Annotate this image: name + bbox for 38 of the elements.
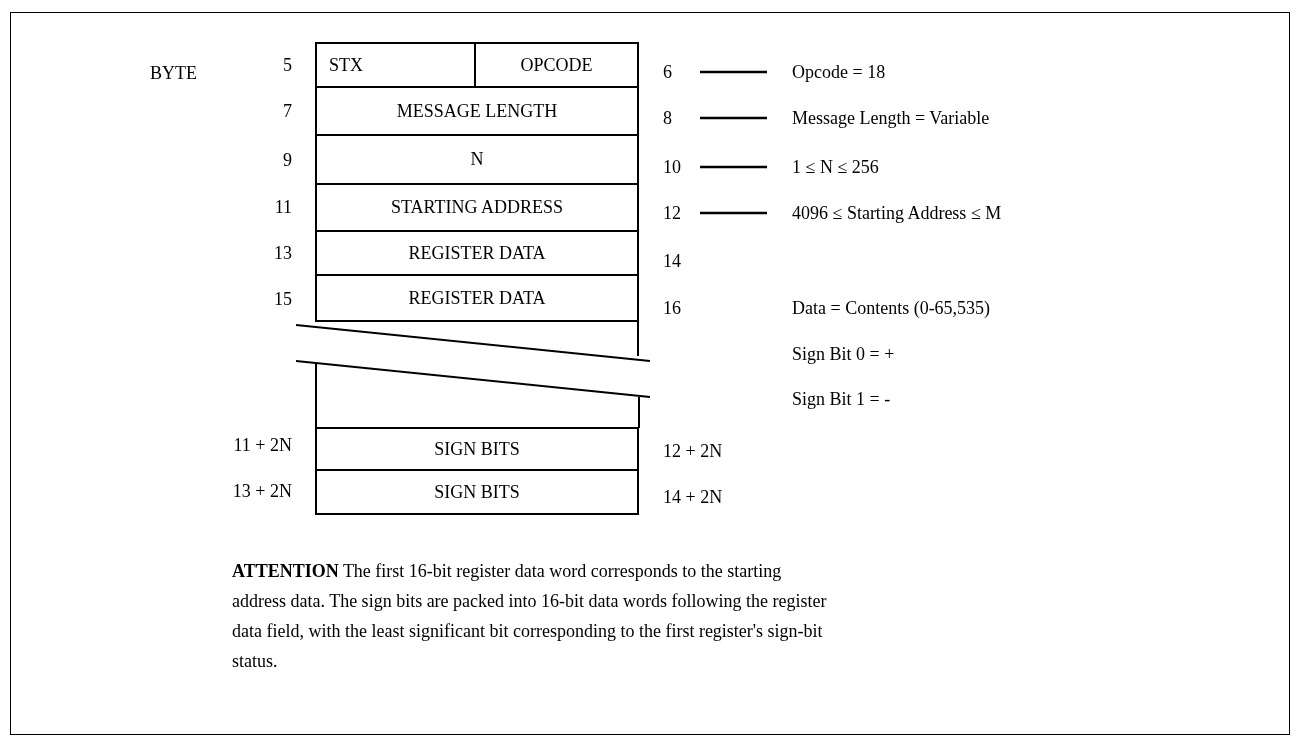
field-cell: STARTING ADDRESS	[315, 185, 639, 232]
byte-number: 13 + 2N	[231, 480, 292, 503]
field-cell: SIGN BITS	[315, 427, 639, 471]
value-note: Message Length = Variable	[767, 104, 1097, 132]
byte-number: 14 + 2N	[663, 486, 724, 509]
field-cell: REGISTER DATA	[315, 276, 639, 322]
byte-number: 12	[663, 199, 700, 227]
field-cell: SIGN BITS	[315, 471, 639, 515]
value-note: Opcode = 18	[767, 58, 1097, 86]
field-cell: STX	[315, 42, 476, 88]
byte-number: 6	[663, 58, 700, 86]
leader-line	[700, 165, 767, 169]
field-cell: REGISTER DATA	[315, 232, 639, 276]
note-text: Sign Bit 0 = +	[792, 343, 896, 366]
byte-number: 11 + 2N	[232, 434, 292, 457]
byte-number: 14	[663, 250, 682, 273]
leader-line	[700, 116, 767, 120]
value-note: 1 ≤ N ≤ 256	[767, 153, 1097, 181]
attention-note: ATTENTION The first 16-bit register data word corresponds to the starting address data. The sign bits are packed into 16-bit data words following the register data field, with the least significant bit corresponding to the first register's sign-bit status.	[232, 560, 828, 673]
byte-number: 16	[663, 297, 682, 320]
leader-line	[700, 70, 767, 74]
note-text: Data = Contents (0-65,535)	[792, 297, 992, 320]
byte-number: 7	[282, 100, 292, 123]
field-cell: OPCODE	[476, 42, 639, 88]
field-cell: MESSAGE LENGTH	[315, 88, 639, 136]
field-cell: N	[315, 136, 639, 185]
byte-number: 12 + 2N	[663, 440, 724, 463]
byte-number: 15	[273, 288, 292, 311]
byte-number: 9	[282, 149, 292, 172]
note-text: Sign Bit 1 = -	[792, 388, 892, 411]
byte-number: 5	[282, 54, 292, 77]
byte-heading: BYTE	[150, 62, 198, 85]
byte-number: 11	[273, 196, 292, 219]
byte-number: 8	[663, 104, 700, 132]
leader-line	[700, 211, 767, 215]
byte-number: 13	[273, 242, 292, 265]
byte-number: 10	[663, 153, 700, 181]
value-note: 4096 ≤ Starting Address ≤ M	[767, 199, 1097, 227]
